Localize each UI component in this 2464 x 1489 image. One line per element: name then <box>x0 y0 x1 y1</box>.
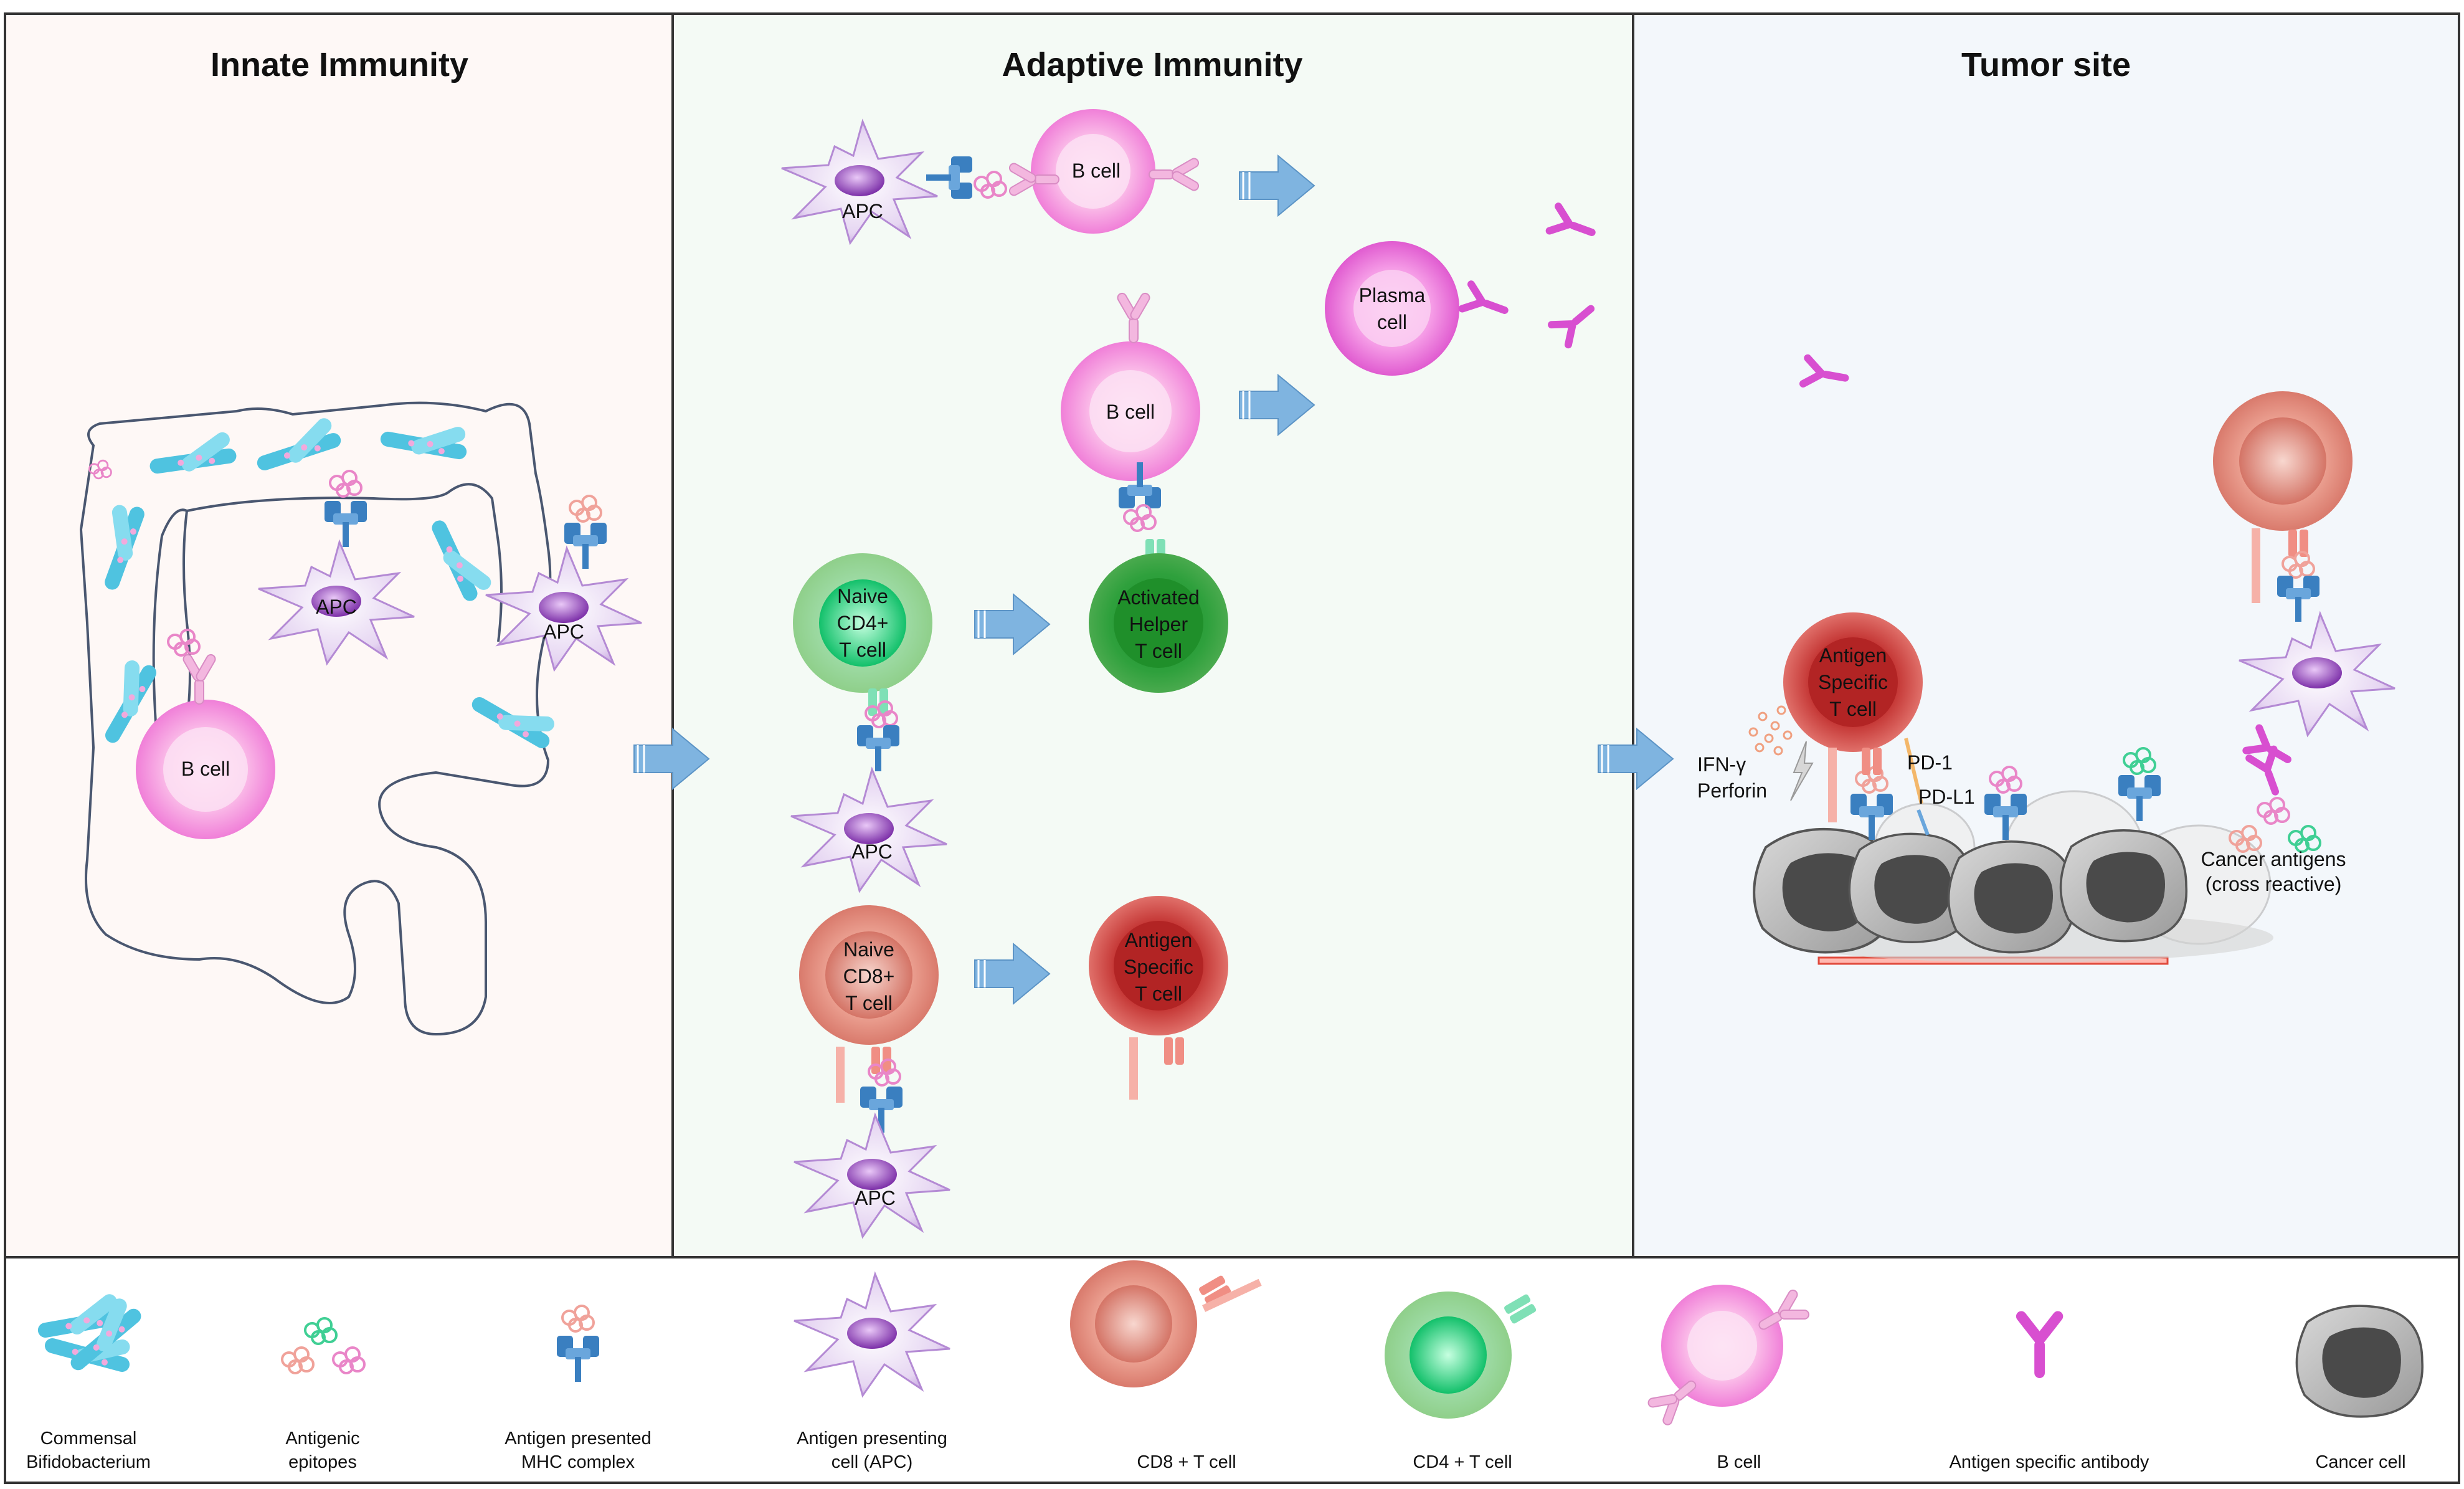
naive-cd4-line2: CD4+ <box>837 612 889 634</box>
b-cell-nucleus <box>163 727 248 812</box>
cytokine-dots <box>1748 705 1793 756</box>
tumor-antigen-specific-line3: T cell <box>1829 698 1877 720</box>
activated-helper-line1: Activated <box>1117 586 1200 609</box>
apc-label: APC <box>543 621 584 643</box>
cancer-antigens-line2: (cross reactive) <box>2206 873 2342 895</box>
legend-mhc-line2: MHC complex <box>521 1452 635 1472</box>
legend-cd4-label: CD4 + T cell <box>1413 1452 1512 1472</box>
b-cell-nucleus <box>1089 370 1172 452</box>
cd8-coreceptor <box>1129 1037 1138 1100</box>
apc-label: APC <box>316 596 357 618</box>
legend-mhc-line1: Antigen presented <box>505 1429 651 1449</box>
cancer-antigens-line1: Cancer antigens <box>2201 848 2346 870</box>
legend-cd8-label: CD8 + T cell <box>1137 1452 1236 1472</box>
pdl1-ligand <box>1917 809 1930 836</box>
legend-antibody: Antigen specific antibody <box>1950 1309 2149 1472</box>
legend-apc-line1: Antigen presenting <box>797 1429 947 1449</box>
adaptive-title: Adaptive Immunity <box>1002 46 1302 83</box>
legend-bcell-label: B cell <box>1717 1452 1761 1472</box>
naive-cd8-line3: T cell <box>845 992 893 1014</box>
naive-cd4-nucleus <box>819 579 906 667</box>
legend-commensal-line1: Commensal <box>40 1429 137 1449</box>
legend-commensal: Commensal Bifidobacterium <box>26 1290 151 1472</box>
pdl1-label: PD-L1 <box>1918 786 1975 808</box>
cd8-coreceptor <box>836 1047 845 1103</box>
cd4-icon-nucleus <box>1410 1316 1487 1394</box>
activated-helper-line3: T cell <box>1135 640 1182 662</box>
cd8-icon-nucleus <box>1095 1285 1172 1363</box>
legend-epitopes-line2: epitopes <box>288 1452 357 1472</box>
legend-mhc: Antigen presented MHC complex <box>505 1305 652 1472</box>
naive-cd4-line1: Naive <box>837 585 888 607</box>
naive-cd8-line1: Naive <box>843 938 894 961</box>
tumor-antigen-specific-line1: Antigen <box>1819 644 1887 667</box>
cancer-icon <box>2295 1305 2424 1418</box>
bcell-icon-nucleus <box>1687 1311 1757 1381</box>
b-cell-label: B cell <box>181 758 230 780</box>
ifn-label: IFN-γ <box>1697 753 1746 776</box>
innate-title: Innate Immunity <box>211 46 468 83</box>
cancer-cell <box>2059 829 2188 943</box>
legend-bcell: B cell <box>1644 1285 1814 1472</box>
activated-helper-nucleus <box>1114 578 1203 668</box>
apc-label: APC <box>842 200 883 222</box>
legend-apc-line2: cell (APC) <box>832 1452 913 1472</box>
cd8-coreceptor <box>1828 748 1837 822</box>
b-cell-label: B cell <box>1072 159 1121 182</box>
pd1-receptor <box>1904 738 1923 804</box>
legend-epitopes: Antigenic epitopes <box>281 1317 366 1472</box>
legend-cd8: CD8 + T cell <box>1070 1260 1262 1472</box>
cd8-t-cell-nucleus <box>2239 417 2326 505</box>
legend-epitopes-line1: Antigenic <box>285 1429 359 1449</box>
b-cell-nucleus <box>1056 134 1130 209</box>
tumor-title: Tumor site <box>1961 46 2131 83</box>
apc-label: APC <box>851 840 893 863</box>
activated-helper-line2: Helper <box>1129 613 1188 635</box>
plasma-label-line1: Plasma <box>1359 284 1426 307</box>
legend-commensal-line2: Bifidobacterium <box>26 1452 151 1472</box>
cd8-coreceptor-icon <box>1201 1278 1262 1312</box>
antigen-specific-line2: Specific <box>1124 956 1193 978</box>
cd8-coreceptor <box>2252 528 2260 603</box>
legend-antibody-label: Antigen specific antibody <box>1950 1452 2149 1472</box>
legend-panel <box>4 1256 2460 1484</box>
legend-apc: Antigen presenting cell (APC) <box>793 1273 951 1472</box>
naive-cd8-nucleus <box>825 931 912 1019</box>
perforin-label: Perforin <box>1697 779 1767 802</box>
cancer-cell <box>1947 840 2076 954</box>
apc-label: APC <box>855 1187 896 1209</box>
antigen-specific-line3: T cell <box>1135 982 1182 1005</box>
naive-cd4-line3: T cell <box>839 639 886 661</box>
antigen-specific-nucleus <box>1114 921 1203 1011</box>
naive-cd8-line2: CD8+ <box>843 965 895 987</box>
plasma-cell-nucleus <box>1353 270 1431 347</box>
antigen-specific-line1: Antigen <box>1125 929 1193 951</box>
tumor-panel <box>1632 12 2460 1258</box>
legend-cd4: CD4 + T cell <box>1385 1292 1537 1472</box>
legend-cancer-label: Cancer cell <box>2315 1452 2405 1472</box>
b-cell-label: B cell <box>1106 401 1155 423</box>
legend-cancer: Cancer cell <box>2295 1305 2424 1472</box>
gut-inner-loop <box>186 483 503 642</box>
antigen-specific-nucleus <box>1808 637 1898 727</box>
tumor-antigen-specific-line2: Specific <box>1818 671 1888 693</box>
plasma-label-line2: cell <box>1377 311 1407 333</box>
pd1-label: PD-1 <box>1907 751 1953 774</box>
perforin-bolt <box>1790 741 1814 801</box>
